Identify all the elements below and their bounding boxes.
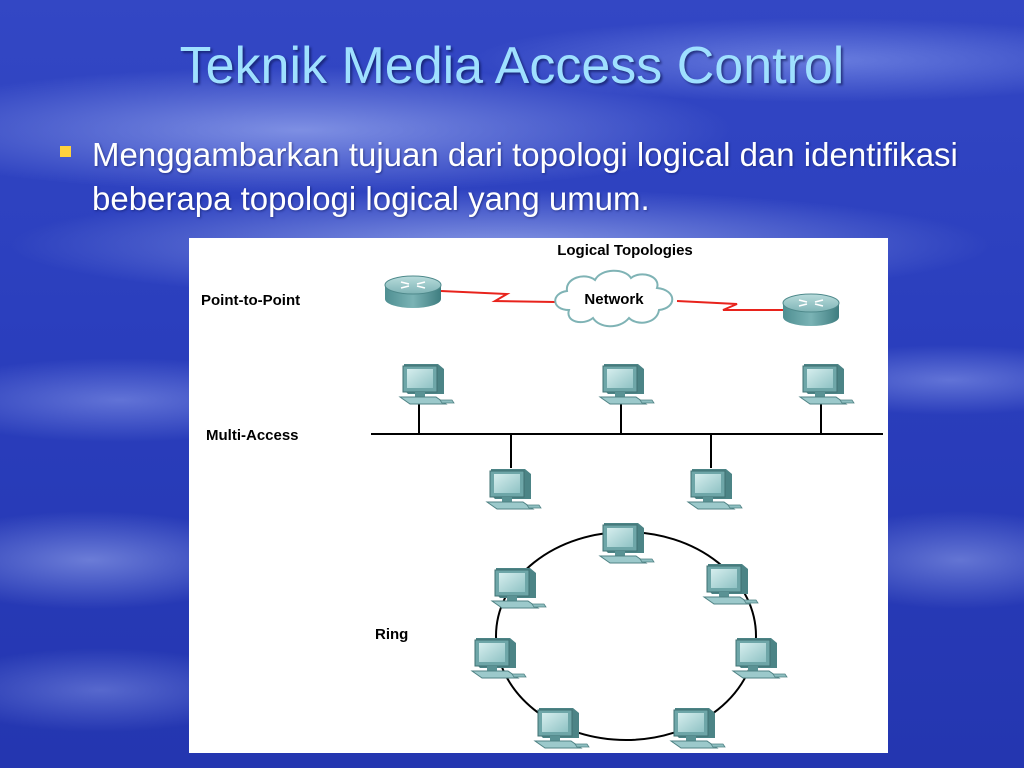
multi-access-pc-3-icon: [799, 363, 855, 405]
diagram-title: Logical Topologies: [557, 242, 693, 259]
ring-pc-1-icon: [599, 522, 655, 564]
network-label: Network: [584, 291, 644, 308]
logical-topologies-diagram: Logical Topologies Point-to-Point Networ…: [189, 238, 888, 753]
topology-svg: Logical Topologies Point-to-Point Networ…: [201, 242, 883, 749]
ring-pc-5-icon: [534, 707, 590, 749]
ring-pc-4-icon: [670, 707, 726, 749]
slide-title: Teknik Media Access Control: [179, 37, 845, 95]
multi-access-pc-2-icon: [599, 363, 655, 405]
ring-pc-6-icon: [471, 637, 527, 679]
ring-pc-3-icon: [732, 637, 788, 679]
multi-access-bus: [371, 401, 883, 468]
bullet-text: Menggambarkan tujuan dari topologi logic…: [92, 136, 958, 217]
bullet-square-icon: [60, 146, 71, 157]
ring-pc-2-icon: [703, 563, 759, 605]
multi-access-label: Multi-Access: [206, 427, 299, 444]
multi-access-pc-4-icon: [486, 468, 542, 510]
ring-label: Ring: [375, 626, 408, 643]
point-to-point-label: Point-to-Point: [201, 292, 300, 309]
multi-access-pc-5-icon: [687, 468, 743, 510]
serial-link-left: [440, 290, 556, 303]
network-cloud-icon: [554, 269, 674, 328]
multi-access-pc-1-icon: [399, 363, 455, 405]
router-left-icon: [384, 275, 442, 309]
ring-pc-7-icon: [491, 567, 547, 609]
serial-link-right: [676, 300, 785, 311]
router-right-icon: [782, 293, 840, 327]
